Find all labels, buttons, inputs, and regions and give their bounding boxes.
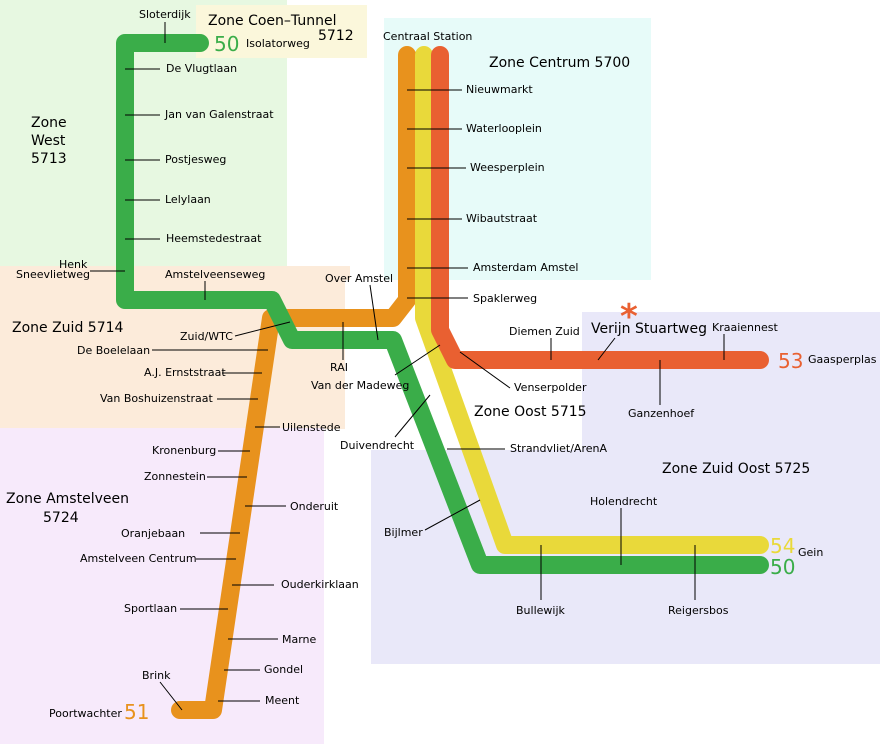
- stop-de-boelelaan: De Boelelaan: [77, 344, 150, 357]
- stop-postjesweg: Postjesweg: [165, 153, 226, 166]
- stop-nieuwmarkt: Nieuwmarkt: [466, 83, 533, 96]
- stop-marne: Marne: [282, 633, 317, 646]
- zone-coen-tunnel-area: [196, 5, 367, 58]
- stop-amstelveen-centrum: Amstelveen Centrum: [80, 552, 197, 565]
- zone-labels: Zone Coen–Tunnel 5712 Zone Centrum 5700 …: [6, 13, 810, 526]
- zone-amstelveen-area: [0, 428, 324, 744]
- stop-reigersbos: Reigersbos: [668, 604, 729, 617]
- stop-zonnestein: Zonnestein: [144, 470, 206, 483]
- stop-uilenstede: Uilenstede: [282, 421, 341, 434]
- stop-weesperplein: Weesperplein: [470, 161, 545, 174]
- stop-van-der-madeweg: Van der Madeweg: [311, 379, 409, 392]
- stop-wibautstraat: Wibautstraat: [466, 212, 538, 225]
- stop-labels: Sloterdijk Isolatorweg De Vlugtlaan Jan …: [16, 8, 877, 720]
- asterisk-icon: *: [620, 297, 638, 337]
- zone-zuid-oost-area: [582, 312, 880, 452]
- stop-isolatorweg: Isolatorweg: [246, 37, 310, 50]
- stop-henk-line2: Sneevlietweg: [16, 268, 90, 281]
- stop-heemstedestraat: Heemstedestraat: [166, 232, 262, 245]
- stop-waterlooplein: Waterlooplein: [466, 122, 542, 135]
- zone-west-line1: Zone: [31, 115, 67, 131]
- stop-gondel: Gondel: [264, 663, 303, 676]
- stop-onderuit: Onderuit: [290, 500, 339, 513]
- route-lines: [116, 34, 769, 719]
- stop-bullewijk: Bullewijk: [516, 604, 566, 617]
- leader-brink: [159, 681, 183, 711]
- stop-aj-ernststraat: A.J. Ernststraat: [144, 366, 226, 379]
- line-number-50-east: 50: [770, 555, 795, 579]
- stop-diemen-zuid: Diemen Zuid: [509, 325, 580, 338]
- zone-west-line3: 5713: [31, 151, 67, 167]
- stop-amsterdam-amstel: Amsterdam Amstel: [473, 261, 578, 274]
- stop-kronenburg: Kronenburg: [152, 444, 216, 457]
- stop-over-amstel: Over Amstel: [325, 272, 393, 285]
- leader-duivendrecht: [394, 394, 431, 438]
- line-numbers: 50 51 53 54 50: [124, 32, 803, 724]
- stop-gaasperplas: Gaasperplas: [808, 353, 877, 366]
- stop-ganzenhoef: Ganzenhoef: [628, 407, 695, 420]
- line-number-54: 54: [770, 534, 795, 558]
- stop-jan-van-galenstraat: Jan van Galenstraat: [164, 108, 274, 121]
- stop-zuid-wtc: Zuid/WTC: [180, 330, 233, 343]
- stop-duivendrecht: Duivendrecht: [340, 439, 415, 452]
- zone-west-line2: West: [31, 133, 66, 149]
- stop-rai: RAI: [330, 361, 348, 374]
- line-number-53: 53: [778, 349, 803, 373]
- stop-kraaiennest: Kraaiennest: [712, 321, 778, 334]
- line-number-51: 51: [124, 700, 149, 724]
- leader-verrijn-stuartweg: [597, 337, 616, 361]
- route-line-50: [116, 34, 769, 574]
- stop-henk-line1: Henk: [59, 258, 88, 271]
- stop-bijlmer: Bijlmer: [384, 526, 423, 539]
- stop-centraal-station: Centraal Station: [383, 30, 472, 43]
- stop-poortwachter: Poortwachter: [49, 707, 122, 720]
- leader-zuid-wtc: [234, 321, 291, 337]
- stop-spaklerweg: Spaklerweg: [473, 292, 537, 305]
- leader-over-amstel: [369, 284, 379, 341]
- zone-centrum-name: Zone Centrum 5700: [489, 55, 630, 71]
- stop-holendrecht: Holendrecht: [590, 495, 658, 508]
- zone-coen-tunnel-name: Zone Coen–Tunnel: [208, 13, 336, 29]
- stop-ouderkirklaan: Ouderkirklaan: [281, 578, 359, 591]
- stop-meent: Meent: [265, 694, 300, 707]
- line-number-50-west: 50: [214, 32, 239, 56]
- zone-zuid-name: Zone Zuid 5714: [12, 320, 124, 336]
- stop-sloterdijk: Sloterdijk: [139, 8, 191, 21]
- leader-venserpolder: [459, 351, 511, 389]
- stop-brink: Brink: [142, 669, 171, 682]
- stop-sportlaan: Sportlaan: [124, 602, 177, 615]
- route-line-53: [431, 46, 769, 369]
- route-line-51: [171, 46, 416, 719]
- stop-strandvliet: Strandvliet/ArenA: [510, 442, 607, 455]
- stop-leaders: [90, 22, 725, 711]
- stop-lelylaan: Lelylaan: [165, 193, 211, 206]
- stop-van-boshuizenstraat: Van Boshuizenstraat: [100, 392, 213, 405]
- leader-bijlmer: [424, 499, 481, 531]
- zone-zuid-oost-name: Zone Zuid Oost 5725: [662, 461, 810, 477]
- leader-van-der-madeweg: [394, 344, 441, 376]
- zone-amstelveen-line2: 5724: [43, 510, 79, 526]
- route-line-54: [415, 46, 769, 554]
- stop-verrijn-stuartweg: Verijn Stuartweg: [591, 321, 707, 337]
- stop-oranjebaan: Oranjebaan: [121, 527, 185, 540]
- stop-de-vlugtlaan: De Vlugtlaan: [166, 62, 237, 75]
- zone-oost-name: Zone Oost 5715: [474, 404, 587, 420]
- zone-coen-tunnel-code: 5712: [318, 28, 354, 44]
- zone-amstelveen-line1: Zone Amstelveen: [6, 491, 129, 507]
- stop-amstelveenseweg: Amstelveenseweg: [165, 268, 265, 281]
- stop-venserpolder: Venserpolder: [514, 381, 587, 394]
- stop-gein: Gein: [798, 546, 823, 559]
